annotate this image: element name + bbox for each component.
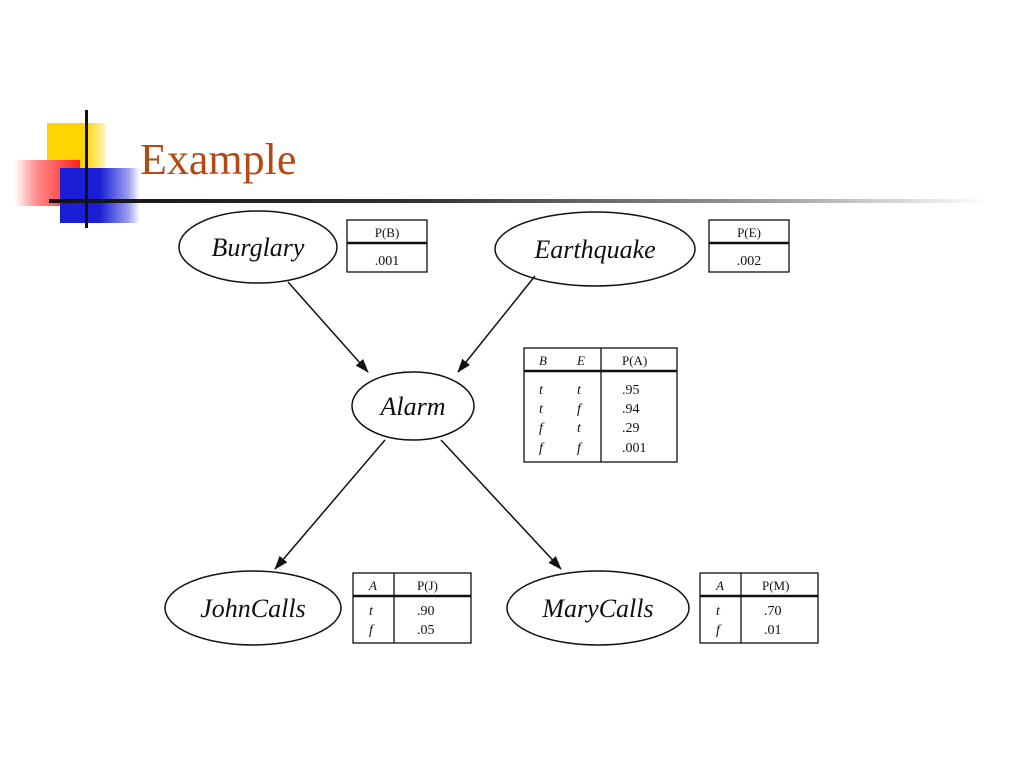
cpt-johncalls-r1-p: .90 [417, 604, 435, 619]
node-johncalls: JohnCalls [164, 570, 342, 646]
cpt-marycalls-border [699, 572, 819, 644]
edge-burglary-alarm [287, 281, 369, 373]
cpt-alarm-r3-e: t [577, 421, 582, 436]
cpt-alarm-r4-e: f [577, 441, 583, 456]
slide-title: Example [140, 135, 297, 184]
cpt-earthquake-header: P(E) [737, 225, 761, 240]
cpt-burglary: P(B) .001 [346, 219, 428, 273]
cpt-burglary-header: P(B) [375, 225, 400, 240]
cpt-johncalls-r1-a: t [369, 604, 374, 619]
cpt-alarm-header-b: B [539, 353, 547, 368]
cpt-marycalls-r1-p: .70 [764, 604, 782, 619]
cpt-marycalls-header-a: A [715, 578, 724, 593]
cpt-alarm-r3-b: f [539, 421, 545, 436]
cpt-alarm-r2-e: f [577, 402, 583, 417]
node-marycalls-label: MaryCalls [541, 594, 653, 623]
cpt-alarm-r1-e: t [577, 383, 582, 398]
cpt-marycalls-r1-a: t [716, 604, 721, 619]
node-johncalls-ellipse [164, 570, 342, 646]
cpt-alarm-r4-p: .001 [622, 441, 647, 456]
cpt-johncalls: A P(J) t .90 f .05 [352, 572, 472, 644]
node-burglary: Burglary [178, 210, 338, 284]
cpt-johncalls-r2-a: f [369, 623, 375, 638]
cpt-alarm: B E P(A) t t .95 t f .94 f t .29 f f .00… [523, 347, 678, 463]
cpt-alarm-r1-b: t [539, 383, 544, 398]
cpt-johncalls-header-a: A [368, 578, 377, 593]
cpt-earthquake-border [708, 219, 790, 273]
cpt-alarm-r4-b: f [539, 441, 545, 456]
cpt-alarm-r2-p: .94 [622, 402, 640, 417]
cpt-earthquake-value: .002 [737, 254, 762, 269]
node-marycalls: MaryCalls [506, 570, 690, 646]
title-underline [49, 199, 989, 203]
cpt-marycalls: A P(M) t .70 f .01 [699, 572, 819, 644]
node-marycalls-ellipse [506, 570, 690, 646]
node-alarm-label: Alarm [379, 392, 446, 421]
node-burglary-ellipse [178, 210, 338, 284]
cpt-marycalls-r2-a: f [716, 623, 722, 638]
cpt-johncalls-r2-p: .05 [417, 623, 435, 638]
cpt-marycalls-r2-p: .01 [764, 623, 782, 638]
cpt-alarm-r1-p: .95 [622, 383, 640, 398]
cpt-marycalls-header-pm: P(M) [762, 578, 789, 593]
node-alarm: Alarm [351, 371, 475, 441]
edge-earthquake-alarm [457, 275, 536, 373]
cpt-burglary-value: .001 [375, 254, 400, 269]
cpt-burglary-border [346, 219, 428, 273]
cpt-alarm-r3-p: .29 [622, 421, 640, 436]
cpt-alarm-header-e: E [576, 353, 585, 368]
node-alarm-ellipse [351, 371, 475, 441]
cpt-johncalls-border [352, 572, 472, 644]
edge-alarm-johncalls [274, 439, 386, 570]
node-burglary-label: Burglary [212, 233, 305, 262]
node-johncalls-label: JohnCalls [200, 594, 305, 623]
cpt-alarm-r2-b: t [539, 402, 544, 417]
node-earthquake-label: Earthquake [533, 235, 655, 264]
logo-vertical-line [85, 110, 88, 228]
cpt-johncalls-header-pj: P(J) [417, 578, 438, 593]
node-earthquake: Earthquake [494, 211, 696, 287]
edges [274, 275, 562, 570]
node-earthquake-ellipse [494, 211, 696, 287]
edge-alarm-marycalls [440, 439, 562, 570]
cpt-alarm-header-pa: P(A) [622, 353, 647, 368]
cpt-earthquake: P(E) .002 [708, 219, 790, 273]
logo-blue-square [60, 168, 140, 223]
